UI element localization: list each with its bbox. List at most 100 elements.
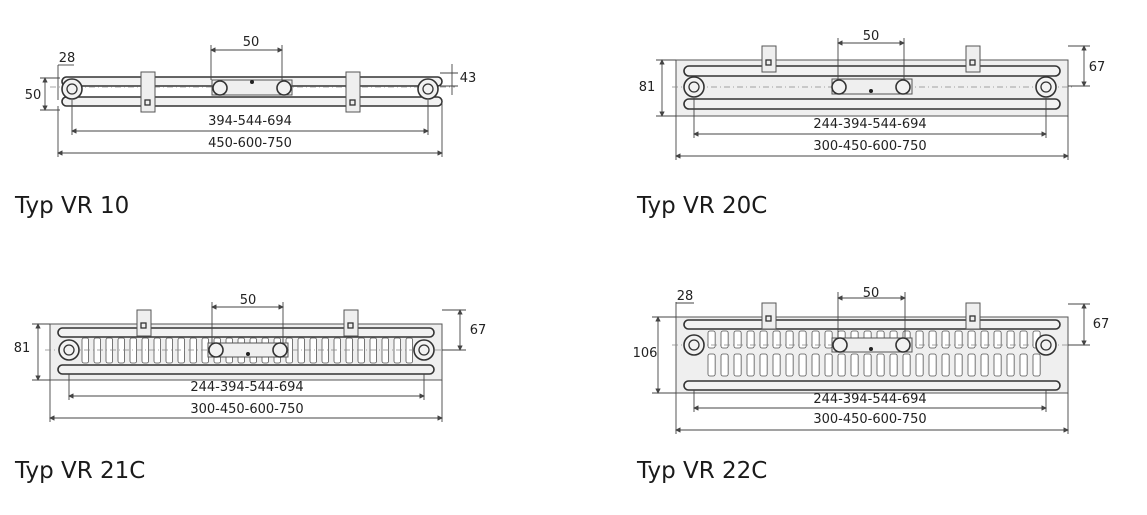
fin xyxy=(759,330,768,349)
fin xyxy=(720,353,729,377)
vr20c-bracket-right xyxy=(965,45,981,73)
fin xyxy=(824,353,833,377)
vr10-right-connector xyxy=(417,78,439,100)
vr20c-outer-width: 300-450-600-750 xyxy=(813,139,926,154)
vr22c-caption: Typ VR 22C xyxy=(636,458,767,484)
fin xyxy=(129,337,137,364)
fin xyxy=(333,337,341,364)
vr21c-height-right: 67 xyxy=(470,323,487,338)
vr22c-top-spacing: 50 xyxy=(863,286,880,301)
fin xyxy=(369,337,377,364)
fin xyxy=(824,330,833,349)
vr22c-right-connector xyxy=(1035,334,1057,356)
fin xyxy=(967,330,976,349)
fin xyxy=(915,330,924,349)
fin xyxy=(772,353,781,377)
vr10-caption: Typ VR 10 xyxy=(14,193,129,219)
fin xyxy=(93,337,101,364)
vr10-left-offset: 28 xyxy=(59,51,76,66)
fin xyxy=(980,330,989,349)
fin xyxy=(309,337,317,364)
fin xyxy=(707,330,716,349)
fin xyxy=(954,353,963,377)
fin xyxy=(902,353,911,377)
vr22c-inner-width: 244-394-544-694 xyxy=(813,392,926,407)
vr20c-height-left: 81 xyxy=(639,80,656,95)
fin xyxy=(941,353,950,377)
vr21c-height-left: 81 xyxy=(14,341,31,356)
vr10-top-spacing: 50 xyxy=(243,35,260,50)
fin xyxy=(993,353,1002,377)
fin xyxy=(1006,330,1015,349)
fin xyxy=(405,337,413,364)
fin xyxy=(941,330,950,349)
fin xyxy=(1006,353,1015,377)
fin xyxy=(811,330,820,349)
fin xyxy=(863,353,872,377)
fin xyxy=(811,353,820,377)
vr22c-top-bar xyxy=(683,319,1061,330)
fin xyxy=(720,330,729,349)
fin xyxy=(81,337,89,364)
diagram-vr21c: 50 81 67 244-394-544-694 300-450-600-750… xyxy=(14,293,487,484)
fin xyxy=(707,353,716,377)
fin xyxy=(785,330,794,349)
vr10-bracket-left xyxy=(140,71,156,113)
fin xyxy=(798,330,807,349)
vr21c-top-bar xyxy=(57,327,435,338)
fin xyxy=(189,337,197,364)
diagram-vr20c: 50 81 67 244-394-544-694 300-450-600-750… xyxy=(636,29,1105,219)
vr20c-caption: Typ VR 20C xyxy=(636,193,767,219)
vr21c-bottom-bar xyxy=(57,364,435,375)
fin xyxy=(733,353,742,377)
fin xyxy=(993,330,1002,349)
fin xyxy=(117,337,125,364)
vr20c-top-bar xyxy=(683,65,1061,77)
vr20c-inner-width: 244-394-544-694 xyxy=(813,117,926,132)
vr21c-valve-block xyxy=(207,342,289,358)
fin xyxy=(967,353,976,377)
vr20c-height-right: 67 xyxy=(1089,60,1106,75)
fin xyxy=(381,337,389,364)
vr10-bracket-right xyxy=(345,71,361,113)
fin xyxy=(980,353,989,377)
fin xyxy=(850,353,859,377)
vr22c-height-left: 106 xyxy=(633,346,658,361)
vr21c-right-connector xyxy=(413,339,435,361)
fin xyxy=(928,353,937,377)
fin xyxy=(759,353,768,377)
fin xyxy=(746,353,755,377)
vr21c-top-spacing: 50 xyxy=(240,293,257,308)
vr21c-left-connector xyxy=(58,339,80,361)
vr10-inner-width: 394-544-694 xyxy=(208,114,292,129)
vr22c-height-right: 67 xyxy=(1093,317,1110,332)
diagram-vr10: 50 28 50 43 394-544-694 450-600-750 Typ … xyxy=(14,35,476,219)
vr10-height-left: 50 xyxy=(25,88,42,103)
vr22c-bottom-bar xyxy=(683,380,1061,391)
fin xyxy=(393,337,401,364)
fin xyxy=(177,337,185,364)
vr10-left-connector xyxy=(61,78,83,100)
vr10-outer-width: 450-600-750 xyxy=(208,136,292,151)
fin xyxy=(928,330,937,349)
vr21c-caption: Typ VR 21C xyxy=(14,458,145,484)
fin xyxy=(1032,353,1041,377)
fin xyxy=(746,330,755,349)
fin xyxy=(297,337,305,364)
vr20c-right-connector xyxy=(1035,76,1057,98)
fin xyxy=(733,330,742,349)
vr20c-left-connector xyxy=(683,76,705,98)
vr22c-valve-block xyxy=(831,337,913,353)
fin xyxy=(105,337,113,364)
fin xyxy=(785,353,794,377)
fin xyxy=(837,353,846,377)
vr22c-left-offset: 28 xyxy=(677,289,694,304)
vr21c-outer-width: 300-450-600-750 xyxy=(190,402,303,417)
vr20c-bottom-bar xyxy=(683,98,1061,110)
fin xyxy=(772,330,781,349)
vr20c-bracket-left xyxy=(761,45,777,73)
fin xyxy=(798,353,807,377)
fin xyxy=(915,353,924,377)
vr20c-top-spacing: 50 xyxy=(863,29,880,44)
